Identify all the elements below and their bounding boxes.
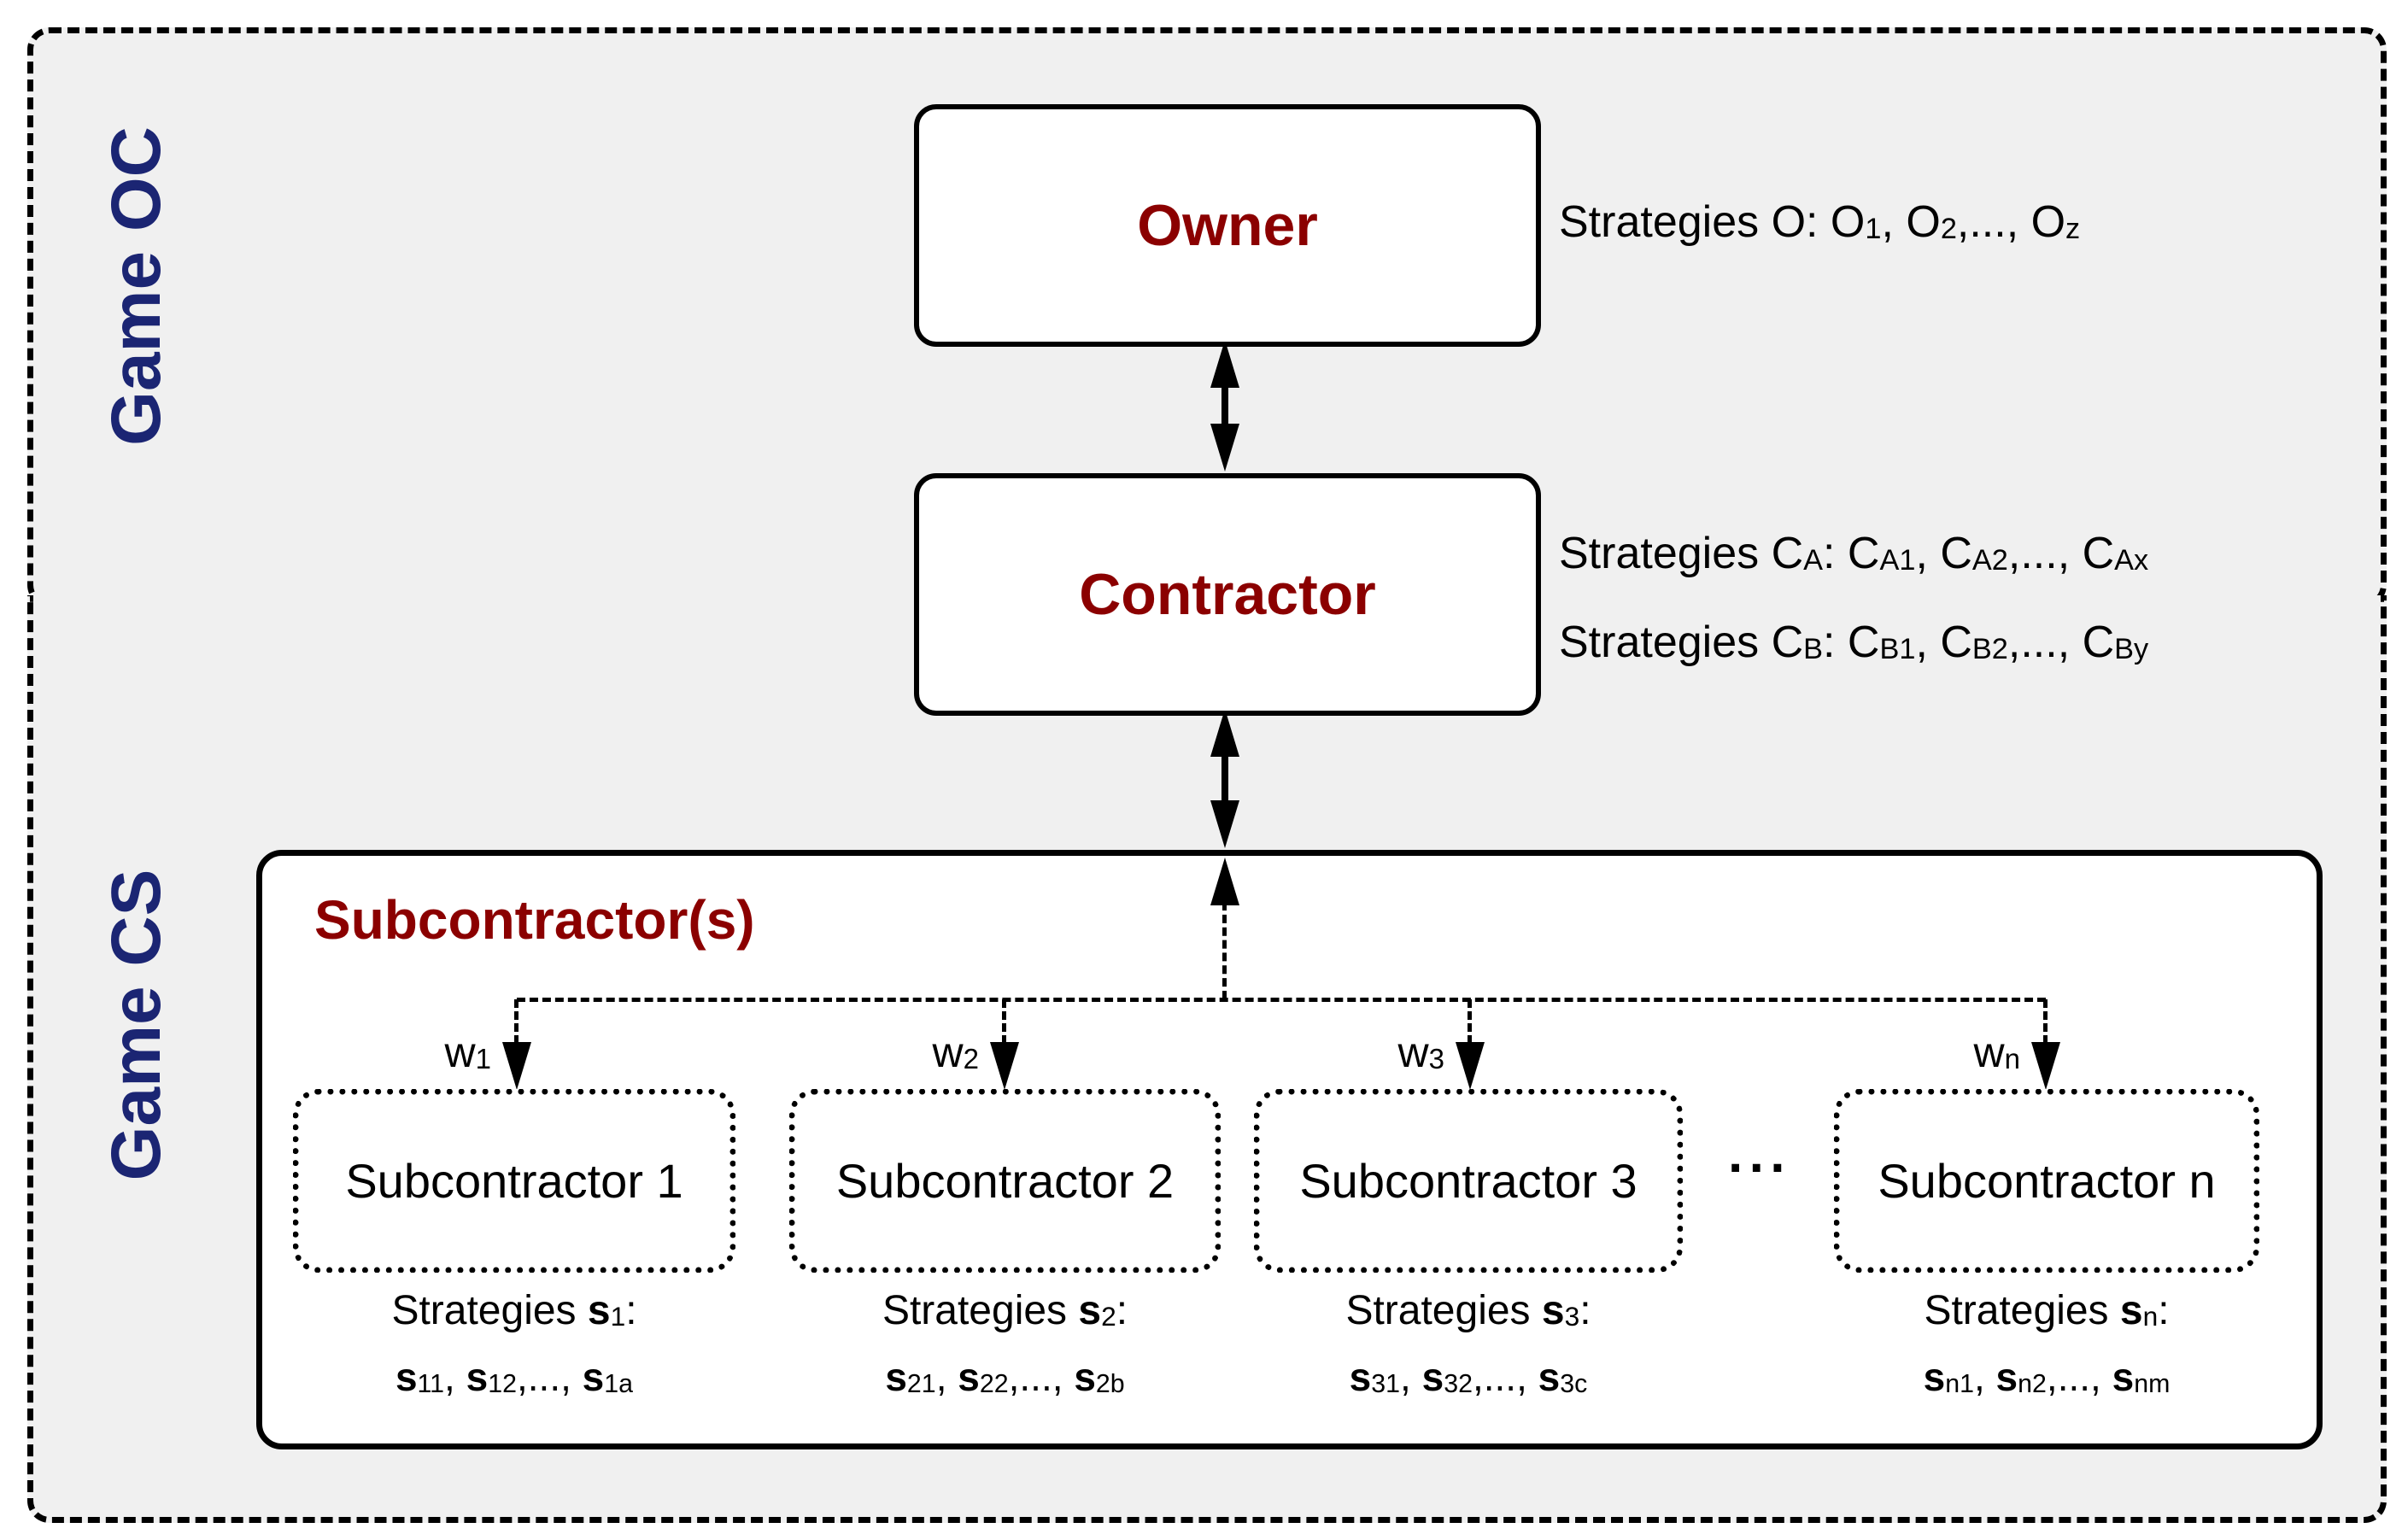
subcontractor-1-node: Subcontractor 1 — [293, 1089, 735, 1273]
weight-label-n: wn — [1973, 1028, 2020, 1076]
drop-line-n — [2043, 999, 2048, 1044]
arrow-shaft — [1222, 378, 1228, 434]
contractor-strategies-a-text: Strategies CA: CA1, CA2,..., CAx — [1559, 529, 2149, 578]
subcontractor-n-strategies-values: sn1, sn2,..., snm — [1923, 1355, 2171, 1399]
owner-strategies-text: Strategies O: O1, O2,..., Oz — [1559, 197, 2081, 247]
arrow-down-head-icon — [1210, 800, 1239, 848]
owner-node: Owner — [914, 104, 1541, 347]
subcontractor-2-strategies-title: Strategies s2: — [882, 1288, 1128, 1333]
tree-horizontal-dashed-line — [517, 998, 2046, 1002]
subcontractor-n-node: Subcontractor n — [1834, 1089, 2259, 1273]
weight-label-1: w1 — [444, 1028, 491, 1076]
subcontractor-1-label: Subcontractor 1 — [345, 1154, 683, 1208]
contractor-label: Contractor — [1079, 562, 1376, 627]
drop-arrowhead-1-icon — [502, 1042, 531, 1090]
contractor-strategies-b-text: Strategies CB: CB1, CB2,..., CBy — [1559, 618, 2149, 667]
drop-line-1 — [514, 999, 518, 1044]
subcontractors-ellipsis: ··· — [1728, 1139, 1791, 1197]
subcontractor-n-strategies-title: Strategies sn: — [1924, 1288, 2170, 1333]
subcontractor-3-node: Subcontractor 3 — [1254, 1089, 1683, 1273]
drop-arrowhead-n-icon — [2031, 1042, 2060, 1090]
subcontractor-3-strategies-title: Strategies s3: — [1345, 1288, 1591, 1333]
game-oc-label: Game OC — [97, 126, 175, 446]
arrow-shaft — [1222, 747, 1228, 811]
owner-label: Owner — [1137, 193, 1318, 258]
subcontractor-3-strategies-values: s31, s32,..., s3c — [1349, 1355, 1588, 1399]
contractor-node: Contractor — [914, 473, 1541, 716]
subcontractor-1-strategies-title: Strategies s1: — [391, 1288, 637, 1333]
drop-line-3 — [1468, 999, 1472, 1044]
arrow-down-head-icon — [1210, 424, 1239, 471]
drop-arrowhead-3-icon — [1456, 1042, 1485, 1090]
subcontractor-n-label: Subcontractor n — [1878, 1154, 2216, 1208]
tree-up-arrowhead-icon — [1210, 858, 1239, 905]
owner-contractor-arrow — [1210, 340, 1239, 471]
subcontractor-2-strategies-values: s21, s22,..., s2b — [885, 1355, 1125, 1399]
subcontractor-3-label: Subcontractor 3 — [1299, 1154, 1637, 1208]
subcontractor-1-strategies-values: s11, s12,..., s1a — [395, 1355, 634, 1399]
subcontractor-2-node: Subcontractor 2 — [789, 1089, 1221, 1273]
contractor-subcontractors-arrow — [1210, 709, 1239, 848]
subcontractors-container-title: Subcontractor(s) — [314, 889, 755, 951]
subcontractor-2-label: Subcontractor 2 — [835, 1154, 1175, 1208]
tree-center-dashed-line — [1222, 902, 1227, 999]
game-cs-label: Game CS — [97, 869, 175, 1181]
drop-arrowhead-2-icon — [990, 1042, 1019, 1090]
drop-line-2 — [1002, 999, 1006, 1044]
weight-label-2: w2 — [932, 1028, 979, 1076]
weight-label-3: w3 — [1397, 1028, 1444, 1076]
